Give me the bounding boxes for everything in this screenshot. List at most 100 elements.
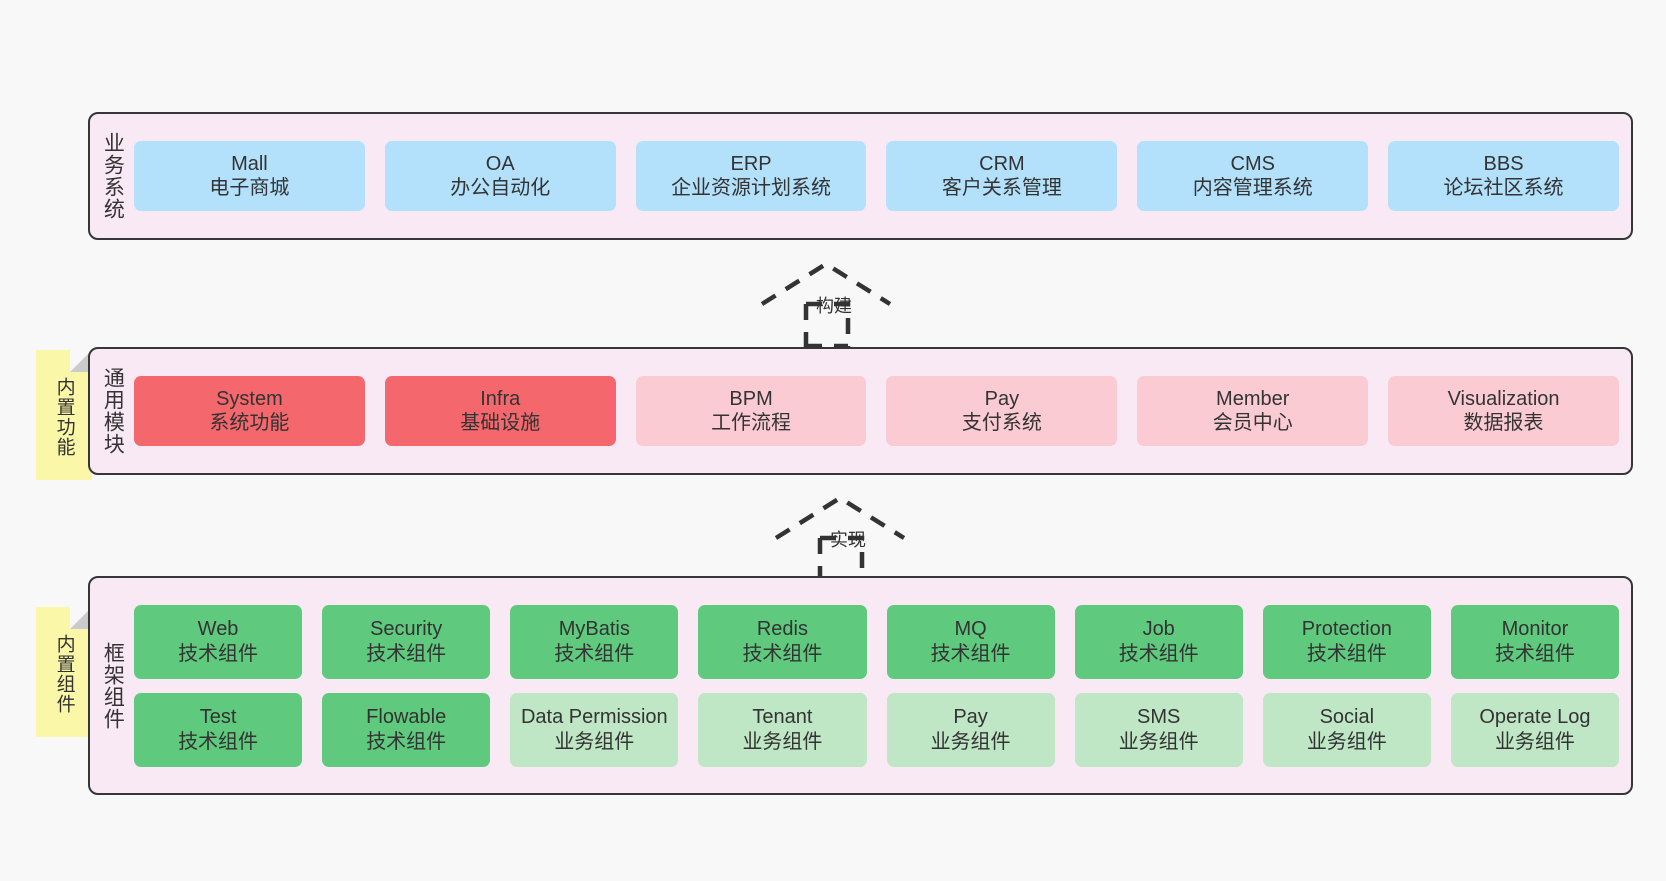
card-crm-desc: 客户关系管理 bbox=[941, 177, 1062, 199]
card-cms[interactable]: CMS 内容管理系统 bbox=[1137, 141, 1369, 211]
layer-common-module: 通用模块 System 系统功能 Infra 基础设施 BPM 工作流程 Pay… bbox=[88, 347, 1633, 475]
card-job-name: Job bbox=[1142, 618, 1175, 641]
layer-common-module-title: 通用模块 bbox=[101, 367, 125, 455]
card-crm[interactable]: CRM 客户关系管理 bbox=[886, 141, 1118, 211]
card-pay-module[interactable]: Pay 支付系统 bbox=[886, 376, 1118, 446]
card-redis-desc: 技术组件 bbox=[742, 642, 823, 665]
card-operate-log[interactable]: Operate Log 业务组件 bbox=[1450, 692, 1619, 767]
note-builtin-features-label: 内置功能 bbox=[53, 377, 75, 457]
card-erp-desc: 企业资源计划系统 bbox=[671, 177, 832, 199]
card-system[interactable]: System 系统功能 bbox=[134, 376, 365, 446]
card-web-name: Web bbox=[197, 618, 239, 641]
card-social-desc: 业务组件 bbox=[1306, 730, 1387, 753]
card-pay-module-desc: 支付系统 bbox=[961, 412, 1042, 434]
card-infra[interactable]: Infra 基础设施 bbox=[384, 376, 616, 446]
card-bpm[interactable]: BPM 工作流程 bbox=[635, 376, 867, 446]
card-member-desc: 会员中心 bbox=[1212, 412, 1293, 434]
arrow-build-label: 构建 bbox=[816, 296, 852, 316]
card-erp-name: ERP bbox=[730, 152, 772, 175]
card-visualization-name: Visualization bbox=[1447, 387, 1560, 410]
framework-component-row-2: Test 技术组件 Flowable 技术组件 Data Permission … bbox=[134, 692, 1619, 767]
card-visualization-desc: 数据报表 bbox=[1463, 412, 1544, 434]
layer-common-module-body: System 系统功能 Infra 基础设施 BPM 工作流程 Pay 支付系统… bbox=[134, 349, 1631, 473]
card-test-desc: 技术组件 bbox=[178, 730, 259, 753]
card-test[interactable]: Test 技术组件 bbox=[134, 692, 303, 767]
card-security[interactable]: Security 技术组件 bbox=[322, 604, 491, 679]
card-infra-desc: 基础设施 bbox=[460, 412, 541, 434]
layer-framework-component-body: Web 技术组件 Security 技术组件 MyBatis 技术组件 Redi… bbox=[134, 578, 1631, 793]
card-sms-name: SMS bbox=[1137, 706, 1181, 729]
framework-component-row-1: Web 技术组件 Security 技术组件 MyBatis 技术组件 Redi… bbox=[134, 604, 1619, 679]
card-tenant-desc: 业务组件 bbox=[742, 730, 823, 753]
card-flowable-desc: 技术组件 bbox=[366, 730, 447, 753]
card-mall[interactable]: Mall 电子商城 bbox=[134, 141, 365, 211]
card-system-desc: 系统功能 bbox=[209, 412, 290, 434]
card-visualization[interactable]: Visualization 数据报表 bbox=[1388, 376, 1619, 446]
card-sms-desc: 业务组件 bbox=[1118, 730, 1199, 753]
note-builtin-features: 内置功能 bbox=[36, 350, 92, 480]
arrow-implement: 实现 bbox=[758, 486, 938, 583]
card-web[interactable]: Web 技术组件 bbox=[134, 604, 303, 679]
layer-framework-component-title: 框架组件 bbox=[101, 641, 125, 730]
card-security-name: Security bbox=[370, 618, 443, 641]
card-pay-component-name: Pay bbox=[953, 706, 988, 729]
arrow-implement-label: 实现 bbox=[830, 530, 866, 550]
note-builtin-components: 内置组件 bbox=[36, 607, 92, 737]
card-mq-name: MQ bbox=[954, 618, 987, 641]
card-sms[interactable]: SMS 业务组件 bbox=[1074, 692, 1243, 767]
card-data-permission-desc: 业务组件 bbox=[554, 730, 635, 753]
card-pay-component[interactable]: Pay 业务组件 bbox=[886, 692, 1055, 767]
card-social[interactable]: Social 业务组件 bbox=[1262, 692, 1431, 767]
card-monitor-desc: 技术组件 bbox=[1494, 642, 1575, 665]
card-social-name: Social bbox=[1319, 706, 1375, 729]
card-protection[interactable]: Protection 技术组件 bbox=[1262, 604, 1431, 679]
card-tenant[interactable]: Tenant 业务组件 bbox=[698, 692, 867, 767]
card-member-name: Member bbox=[1216, 387, 1290, 410]
card-redis[interactable]: Redis 技术组件 bbox=[698, 604, 867, 679]
card-cms-name: CMS bbox=[1230, 152, 1275, 175]
card-bpm-desc: 工作流程 bbox=[711, 412, 792, 434]
card-bbs-desc: 论坛社区系统 bbox=[1443, 177, 1564, 199]
card-bbs[interactable]: BBS 论坛社区系统 bbox=[1388, 141, 1619, 211]
card-operate-log-desc: 业务组件 bbox=[1494, 730, 1575, 753]
card-monitor[interactable]: Monitor 技术组件 bbox=[1450, 604, 1619, 679]
card-data-permission[interactable]: Data Permission 业务组件 bbox=[510, 692, 679, 767]
card-redis-name: Redis bbox=[756, 618, 808, 641]
layer-business-system-body: Mall 电子商城 OA 办公自动化 ERP 企业资源计划系统 CRM 客户关系… bbox=[134, 114, 1631, 238]
card-job-desc: 技术组件 bbox=[1118, 642, 1199, 665]
card-mybatis[interactable]: MyBatis 技术组件 bbox=[510, 604, 679, 679]
note-builtin-components-label: 内置组件 bbox=[53, 634, 75, 714]
card-infra-name: Infra bbox=[480, 387, 521, 410]
card-protection-name: Protection bbox=[1301, 618, 1392, 641]
card-mq-desc: 技术组件 bbox=[930, 642, 1011, 665]
layer-business-system: 业务系统 Mall 电子商城 OA 办公自动化 ERP 企业资源计划系统 CRM… bbox=[88, 112, 1633, 240]
card-bbs-name: BBS bbox=[1483, 152, 1524, 175]
card-member[interactable]: Member 会员中心 bbox=[1137, 376, 1369, 446]
card-job[interactable]: Job 技术组件 bbox=[1074, 604, 1243, 679]
arrow-build: 构建 bbox=[744, 252, 924, 349]
card-pay-module-name: Pay bbox=[984, 387, 1020, 410]
card-protection-desc: 技术组件 bbox=[1306, 642, 1387, 665]
card-erp[interactable]: ERP 企业资源计划系统 bbox=[635, 141, 867, 211]
common-module-row: System 系统功能 Infra 基础设施 BPM 工作流程 Pay 支付系统… bbox=[134, 376, 1619, 446]
card-flowable[interactable]: Flowable 技术组件 bbox=[322, 692, 491, 767]
arrow-build-icon bbox=[760, 261, 892, 349]
card-mybatis-desc: 技术组件 bbox=[554, 642, 635, 665]
card-bpm-name: BPM bbox=[729, 387, 773, 410]
card-system-name: System bbox=[216, 387, 283, 410]
card-oa-name: OA bbox=[485, 152, 515, 175]
card-cms-desc: 内容管理系统 bbox=[1192, 177, 1313, 199]
card-test-name: Test bbox=[199, 706, 237, 729]
card-crm-name: CRM bbox=[979, 152, 1025, 175]
card-oa[interactable]: OA 办公自动化 bbox=[384, 141, 616, 211]
card-mybatis-name: MyBatis bbox=[558, 618, 630, 641]
layer-business-system-title: 业务系统 bbox=[101, 132, 125, 220]
card-monitor-name: Monitor bbox=[1501, 618, 1569, 641]
card-tenant-name: Tenant bbox=[752, 706, 813, 729]
card-mq[interactable]: MQ 技术组件 bbox=[886, 604, 1055, 679]
card-data-permission-name: Data Permission bbox=[520, 706, 668, 729]
card-pay-component-desc: 业务组件 bbox=[930, 730, 1011, 753]
card-web-desc: 技术组件 bbox=[178, 642, 259, 665]
card-mall-name: Mall bbox=[231, 152, 268, 175]
business-system-row: Mall 电子商城 OA 办公自动化 ERP 企业资源计划系统 CRM 客户关系… bbox=[134, 141, 1619, 211]
